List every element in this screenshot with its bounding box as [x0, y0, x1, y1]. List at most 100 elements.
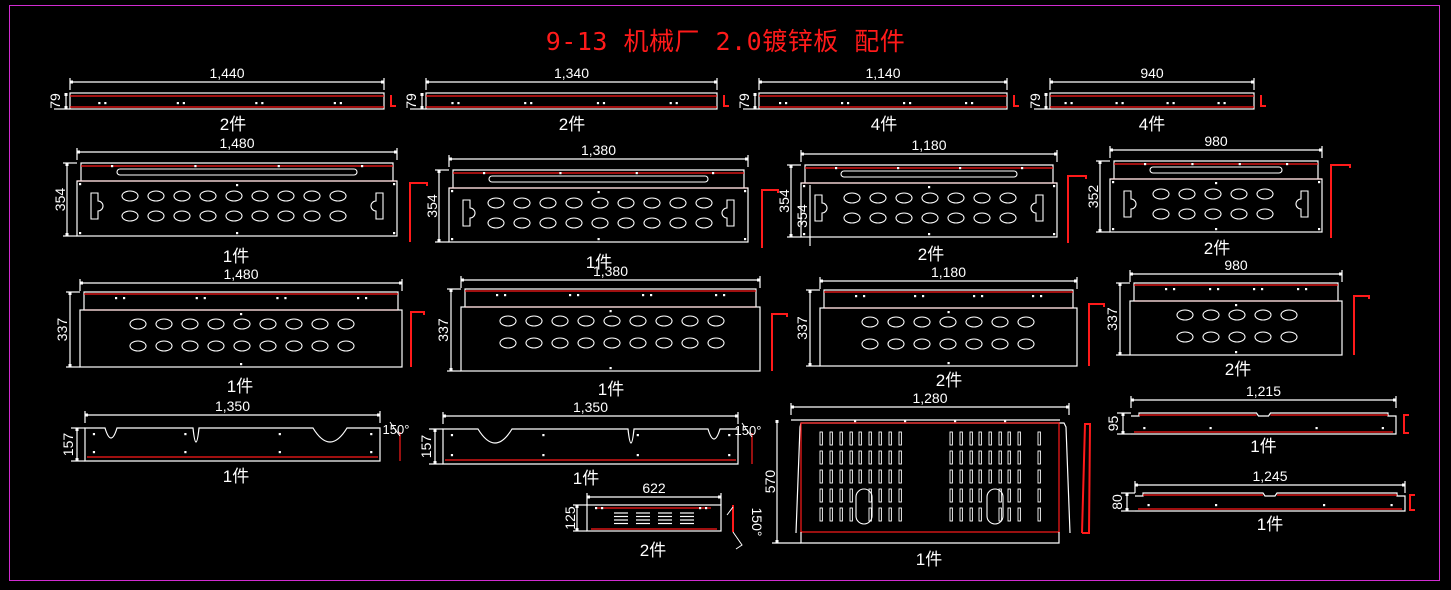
- dim-arrow: [1098, 161, 1102, 164]
- hole-mark: [1217, 102, 1220, 105]
- dim-arrow: [1130, 272, 1133, 276]
- oval-hole: [565, 217, 583, 229]
- oval-hole: [277, 190, 295, 202]
- vent-slot: [858, 469, 862, 484]
- vent-slot: [1037, 488, 1041, 503]
- vent-slot: [949, 469, 953, 484]
- vent-slot: [858, 431, 862, 446]
- oval-hole: [1204, 208, 1222, 220]
- vent-slot: [959, 469, 963, 484]
- hole-mark: [451, 190, 454, 193]
- dim-arrow: [714, 80, 717, 84]
- hole-mark: [496, 294, 499, 297]
- dim-arrow: [381, 80, 384, 84]
- dim-arrow: [437, 170, 441, 173]
- vent-slot: [969, 469, 973, 484]
- hole-mark: [450, 454, 454, 457]
- part-outline: [442, 428, 739, 465]
- oval-hole: [617, 217, 635, 229]
- hole-mark: [370, 451, 373, 454]
- hole-mark: [1318, 228, 1321, 231]
- oval-hole: [695, 217, 713, 229]
- part-outline: [586, 504, 722, 532]
- oval-hole: [129, 318, 147, 330]
- bend-profile: [771, 313, 788, 371]
- dim-arrow: [789, 165, 793, 168]
- oval-hole: [1178, 188, 1196, 200]
- height-label: 337: [1104, 307, 1120, 331]
- height-label: 337: [794, 316, 810, 340]
- quantity-label: 2件: [640, 541, 666, 560]
- bend-profile: [1088, 303, 1105, 366]
- oval-cutout: [855, 488, 873, 525]
- hole-mark: [569, 294, 572, 297]
- vent-slot: [819, 488, 823, 503]
- oval-hole: [1256, 188, 1274, 200]
- handle-cutout: [462, 199, 476, 227]
- oval-hole: [913, 338, 931, 350]
- quantity-label: 2件: [220, 115, 246, 134]
- hole-mark: [803, 185, 806, 188]
- dim-arrow: [64, 106, 68, 109]
- height-label: 95: [1105, 416, 1121, 432]
- bend-profile: [409, 182, 428, 242]
- oval-hole: [603, 315, 621, 327]
- height-label: 79: [403, 93, 419, 109]
- dim-arrow: [64, 93, 68, 96]
- dim-arrow: [437, 239, 441, 242]
- oval-hole: [617, 197, 635, 209]
- vent-slot: [969, 488, 973, 503]
- hole-mark: [779, 102, 782, 105]
- hole-mark: [712, 172, 715, 175]
- width-label: 940: [1140, 65, 1164, 81]
- vent-slot: [998, 488, 1002, 503]
- handle-cutout: [1295, 190, 1309, 218]
- dim-arrow: [433, 429, 437, 432]
- height-label: 352: [1085, 185, 1101, 209]
- vent-slot: [978, 431, 982, 446]
- oval-hole: [225, 190, 243, 202]
- oval-hole: [525, 315, 543, 327]
- oval-hole: [913, 316, 931, 328]
- vent-slot: [1017, 431, 1021, 446]
- bend-profile: [1013, 95, 1019, 107]
- hole-mark: [1381, 427, 1384, 430]
- hole-mark: [723, 294, 726, 297]
- tray-lip: [800, 532, 1060, 544]
- vent-slot: [969, 450, 973, 465]
- bend-profile: [1260, 95, 1266, 107]
- angle-label: 150°: [749, 508, 765, 537]
- hole-mark: [450, 434, 454, 437]
- part-outline: [425, 92, 718, 110]
- long-slot: [1149, 166, 1283, 174]
- dim-arrow: [1121, 413, 1125, 416]
- hole-mark: [602, 102, 606, 105]
- oval-hole: [487, 197, 505, 209]
- oval-hole: [285, 340, 303, 352]
- part-outline: [800, 182, 1058, 238]
- oval-hole: [1228, 331, 1246, 343]
- vent-slot: [888, 507, 892, 522]
- part-outline: [758, 92, 1008, 110]
- quantity-label: 2件: [936, 371, 962, 390]
- vent-slot: [839, 431, 843, 446]
- oval-hole: [1230, 208, 1248, 220]
- height-label: 354: [776, 189, 792, 213]
- hole-mark: [123, 297, 126, 300]
- hole-mark: [1215, 228, 1218, 231]
- oval-hole: [311, 318, 329, 330]
- vent-slot: [988, 469, 992, 484]
- height-label: 354: [424, 194, 440, 218]
- hole-mark: [728, 434, 731, 437]
- drawing-frame: [9, 5, 1440, 581]
- oval-hole: [513, 217, 531, 229]
- vent-slot: [888, 488, 892, 503]
- angle-arc: [741, 422, 753, 438]
- oval-hole: [887, 316, 905, 328]
- bend-profile: [410, 311, 425, 367]
- hole-mark: [595, 507, 598, 510]
